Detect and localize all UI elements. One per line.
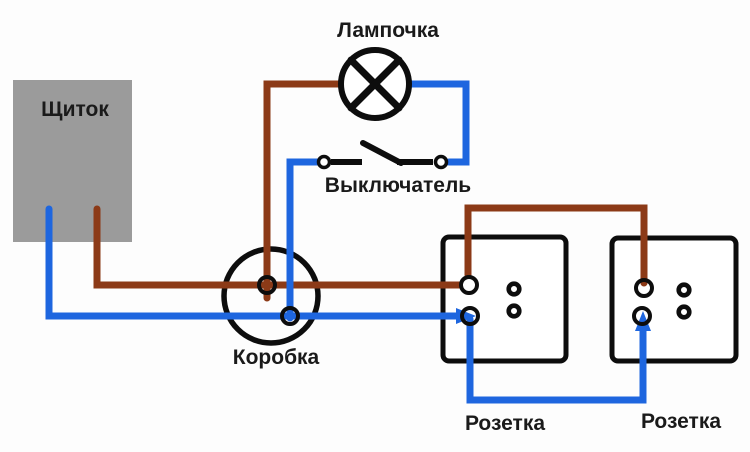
- neutral-arrowhead-socket2: [635, 311, 651, 331]
- junction-box-label: Коробка: [233, 346, 320, 369]
- socket-2-terminal-neutral: [632, 306, 652, 326]
- switch-terminal-right: [433, 154, 449, 170]
- switch-terminal-left: [316, 154, 332, 170]
- socket-2-terminal-phase: [634, 278, 654, 298]
- socket-1-terminal-phase: [459, 275, 479, 295]
- wire-neutral-lamp-link: [405, 80, 470, 166]
- socket-2-contact-top: [676, 282, 692, 298]
- switch-label: Выключатель: [325, 174, 472, 197]
- lamp-label: Лампочка: [337, 19, 439, 42]
- socket-1-contact-top: [506, 281, 522, 297]
- wire-neutral-socket-link: [466, 315, 647, 404]
- junction-terminal-neutral: [280, 306, 300, 326]
- socket-1-contact-bottom: [506, 303, 522, 319]
- socket-1-box: [440, 234, 569, 364]
- socket-1-label: Розетка: [465, 412, 545, 435]
- lamp-cross-line-2: [347, 56, 403, 112]
- socket-2-contact-bottom: [676, 304, 692, 320]
- wire-phase-main: [93, 205, 463, 289]
- junction-terminal-phase: [257, 275, 277, 295]
- wire-phase-socket-link: [464, 204, 648, 287]
- socket-2-label: Розетка: [641, 410, 721, 433]
- socket-2-box: [609, 235, 739, 364]
- junction-box-circle: [221, 246, 321, 346]
- lamp-symbol: [338, 47, 412, 121]
- wire-neutral-main: [45, 205, 460, 320]
- socket-1-terminal-neutral: [460, 306, 480, 326]
- panel-label: Щиток: [41, 98, 109, 121]
- switch-symbol: [316, 140, 449, 170]
- switch-lever: [360, 140, 404, 166]
- panel-box: [13, 80, 132, 242]
- wire-phase-lamp-branch: [263, 80, 345, 302]
- wire-neutral-switch-branch: [286, 158, 321, 322]
